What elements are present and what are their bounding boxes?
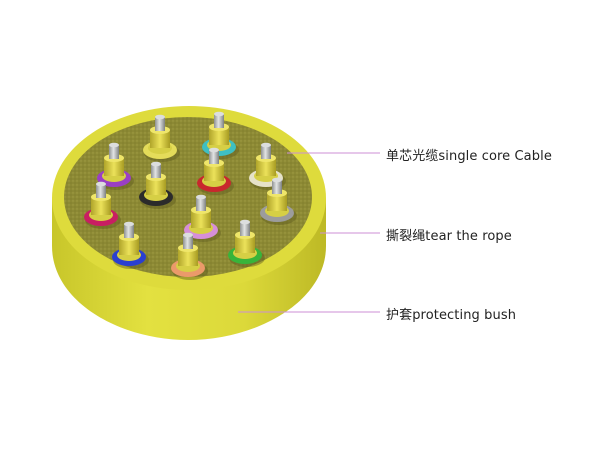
label-protecting-bush: 护套protecting bush [386, 308, 517, 323]
ferrule-pin [261, 145, 271, 159]
ferrule-pin [124, 224, 134, 238]
fiber-core-7 [84, 181, 121, 229]
ferrule-pin [214, 114, 224, 128]
fiber-core-12 [171, 232, 208, 280]
leader-lines [238, 152, 380, 313]
ferrule-pin [196, 197, 206, 211]
fiber-cores [84, 111, 297, 280]
ferrule-pin [109, 145, 119, 159]
fiber-core-11 [228, 219, 265, 267]
ferrule-pin [155, 117, 165, 131]
label-tear-rope: 撕裂绳tear the rope [386, 229, 512, 244]
ferrule-pin [272, 180, 282, 194]
label-single-core-cable: 单芯光缆single core Cable [386, 149, 552, 164]
fiber-core-3 [97, 142, 134, 190]
fiber-core-8 [260, 177, 297, 225]
fiber-core-6 [197, 147, 234, 195]
ferrule-pin [240, 222, 250, 236]
ferrule-pin [96, 184, 106, 198]
fiber-core-1 [143, 114, 180, 162]
ferrule-pin [209, 150, 219, 164]
fiber-core-5 [139, 161, 176, 209]
ferrule-pin [183, 235, 193, 249]
fiber-core-10 [112, 221, 149, 269]
ferrule-pin [151, 164, 161, 178]
